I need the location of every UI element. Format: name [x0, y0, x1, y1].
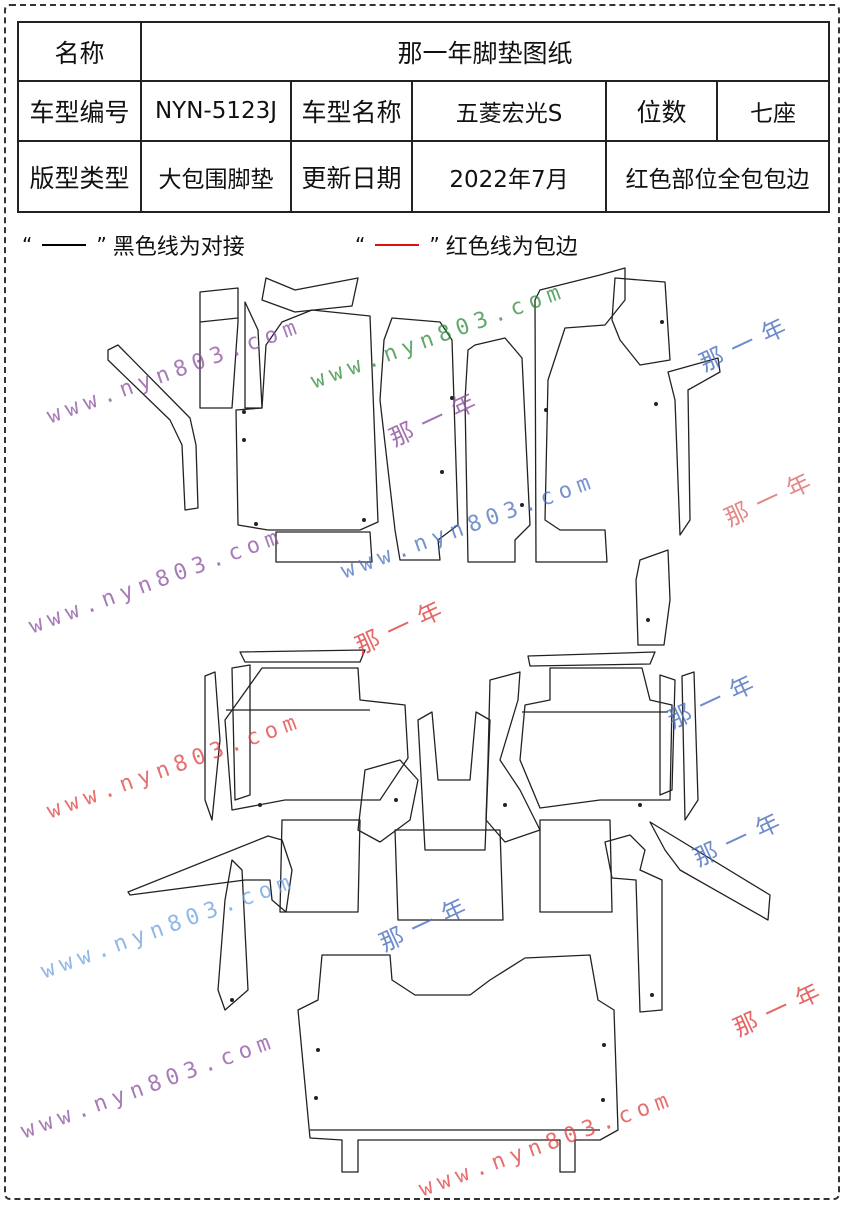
name-label: 名称 [17, 21, 142, 82]
spec-table: 名称 那一年脚垫图纸 车型编号 NYN-5123J 车型名称 五菱宏光S 位数 … [17, 21, 831, 213]
seats-value: 七座 [715, 80, 831, 142]
mat-piece [464, 337, 531, 563]
legend-black-text: 黑色线为对接 [112, 235, 245, 260]
type-label: 版型类型 [17, 140, 142, 213]
model-name-value: 五菱宏光S [411, 80, 607, 142]
model-code-value: NYN-5123J [140, 80, 292, 142]
mat-piece [235, 309, 379, 531]
legend-red-text: 红色线为包边 [445, 235, 578, 260]
mat-piece [519, 667, 673, 809]
legend-black: “” 黑色线为对接 [22, 229, 245, 261]
mat-piece [127, 835, 293, 913]
mat-piece [239, 649, 366, 663]
page-title: 那一年脚垫图纸 [139, 21, 831, 82]
mat-piece [667, 357, 721, 536]
mat-piece [231, 664, 251, 801]
mat-piece [279, 819, 361, 913]
mat-piece [635, 549, 671, 646]
mat-piece [604, 834, 663, 1013]
mat-piece [357, 759, 419, 843]
mat-piece [417, 711, 491, 851]
edge-note: 红色部位全包包边 [604, 140, 831, 213]
mat-piece [297, 954, 619, 1173]
mat-piece [261, 277, 359, 313]
mat-piece [659, 674, 676, 796]
update-date-value: 2022年7月 [411, 140, 607, 213]
mat-piece [199, 287, 239, 409]
mat-piece [649, 821, 771, 921]
mat-piece [204, 671, 221, 821]
mat-piece [611, 277, 671, 366]
mat-piece [527, 651, 656, 667]
update-label: 更新日期 [290, 140, 413, 213]
mat-piece [379, 317, 459, 561]
mat-piece [485, 671, 541, 843]
legend-red: “” 红色线为包边 [355, 229, 578, 261]
docking-dots [230, 320, 664, 1102]
mat-piece [681, 671, 699, 821]
mat-piece [394, 829, 504, 921]
mat-piece [107, 344, 199, 511]
page-border [4, 4, 840, 1200]
black-line-sample [42, 244, 87, 246]
mat-piece [199, 317, 239, 323]
mat-piece [217, 859, 249, 1011]
type-value: 大包围脚垫 [140, 140, 292, 213]
seats-label: 位数 [605, 80, 718, 142]
model-code-label: 车型编号 [17, 80, 142, 142]
mat-piece [275, 531, 373, 563]
mat-piece [224, 667, 409, 811]
model-name-label: 车型名称 [290, 80, 413, 142]
mat-piece [539, 819, 613, 913]
mat-piece [534, 267, 626, 563]
red-line-sample [375, 244, 420, 246]
